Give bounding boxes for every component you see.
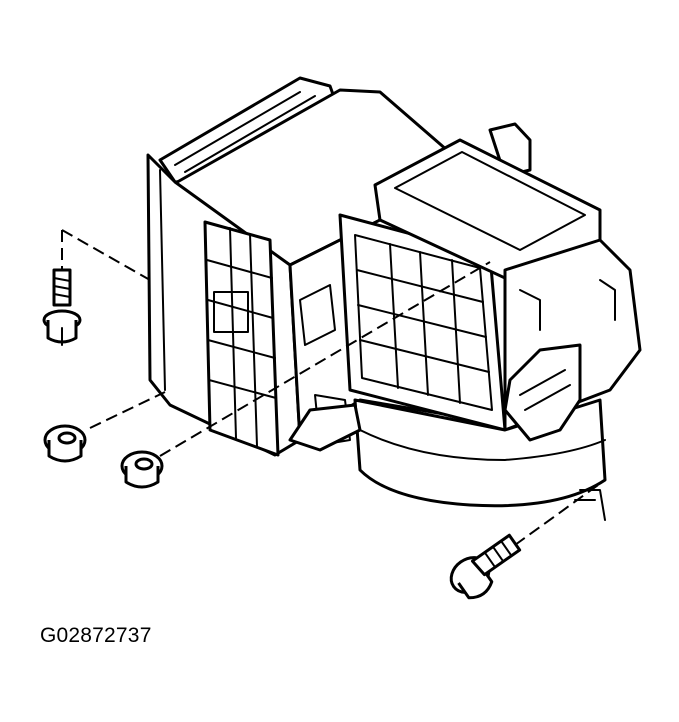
filter-cover-grid [206, 227, 277, 447]
flange-bolt-icon [449, 533, 522, 600]
flange-nut-icon [43, 424, 87, 463]
leader-nut-middle [159, 261, 491, 457]
leader-bolt-left [61, 229, 151, 281]
leader-lines [61, 229, 606, 546]
flange-bolt-icon [42, 268, 82, 346]
blower-unit-housing-icon [146, 76, 642, 521]
figure-id-code: G02872737 [40, 624, 152, 647]
motor-connector [503, 343, 582, 442]
window-grid [356, 243, 490, 404]
leader-nut-left [89, 391, 166, 429]
flange-nut-icon [120, 450, 164, 489]
filter-cover [203, 220, 280, 457]
leader-bolt-right [514, 479, 606, 546]
